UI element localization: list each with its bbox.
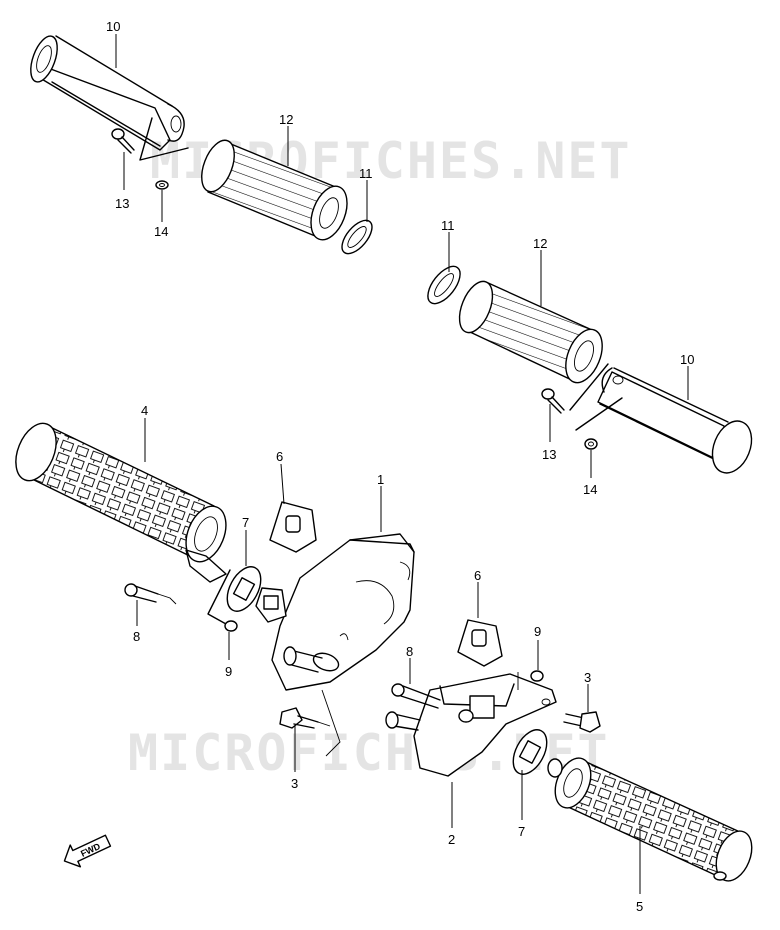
cotter-pin-9-left: [224, 620, 238, 632]
callout-7-left: 7: [242, 515, 249, 530]
callout-9-left: 9: [225, 664, 232, 679]
callout-6-left: 6: [276, 449, 283, 464]
grip-rubber-12-upper: [201, 139, 348, 241]
callout-9-right: 9: [534, 624, 541, 639]
footrest-rubber-5: [547, 757, 753, 882]
cotter-pin-14-upper: [155, 180, 169, 190]
washer-11-upper: [341, 219, 373, 255]
callout-2: 2: [448, 832, 455, 847]
leader-lines: [115, 34, 689, 894]
footrest-rubber-4: [15, 422, 227, 583]
callout-3-right: 3: [584, 670, 591, 685]
grip-rubber-12-right: [458, 280, 603, 384]
forward-arrow-icon: FWD: [63, 834, 112, 868]
bolt-3-left: [279, 689, 341, 757]
bolt-13-upper: [111, 128, 135, 154]
callout-14-right: 14: [583, 482, 597, 497]
passenger-footrest-left: [30, 35, 189, 161]
callout-13-right: 13: [542, 447, 556, 462]
callout-11-right: 11: [441, 218, 455, 233]
callout-10-upper: 10: [106, 19, 120, 34]
callout-10-right: 10: [680, 352, 694, 367]
callout-14-upper: 14: [154, 224, 168, 239]
callout-11-upper: 11: [359, 166, 373, 181]
footrest-bracket-2: [385, 673, 557, 777]
bolt-3-right: [563, 711, 601, 733]
cotter-pin-9-right: [517, 670, 544, 690]
callout-6-right: 6: [474, 568, 481, 583]
bracket-clip-6-right: [457, 619, 503, 667]
bolt-8-right: [391, 683, 441, 709]
cotter-pin-14-right: [584, 438, 598, 450]
bracket-clip-6-left: [269, 501, 317, 553]
callout-4: 4: [141, 403, 148, 418]
callout-12-right: 12: [533, 236, 547, 251]
washer-11-right: [427, 265, 461, 305]
bolt-8-left: [124, 583, 177, 605]
callout-8-right: 8: [406, 644, 413, 659]
callout-13-upper: 13: [115, 196, 129, 211]
footrest-bracket-1: [255, 533, 415, 691]
callout-1: 1: [377, 472, 384, 487]
spacer-7-left: [207, 566, 262, 625]
callout-12-upper: 12: [279, 112, 293, 127]
callout-7-right: 7: [518, 824, 525, 839]
callout-8-left: 8: [133, 629, 140, 644]
callout-labels: 10 12 11 13 14 11 12 10 13 14 4 6 1 7 8 …: [106, 19, 694, 914]
bolt-13-right: [541, 388, 565, 414]
callout-3-left: 3: [291, 776, 298, 791]
callout-5: 5: [636, 899, 643, 914]
spacer-7-right: [512, 729, 548, 775]
passenger-footrest-right: [569, 363, 753, 474]
